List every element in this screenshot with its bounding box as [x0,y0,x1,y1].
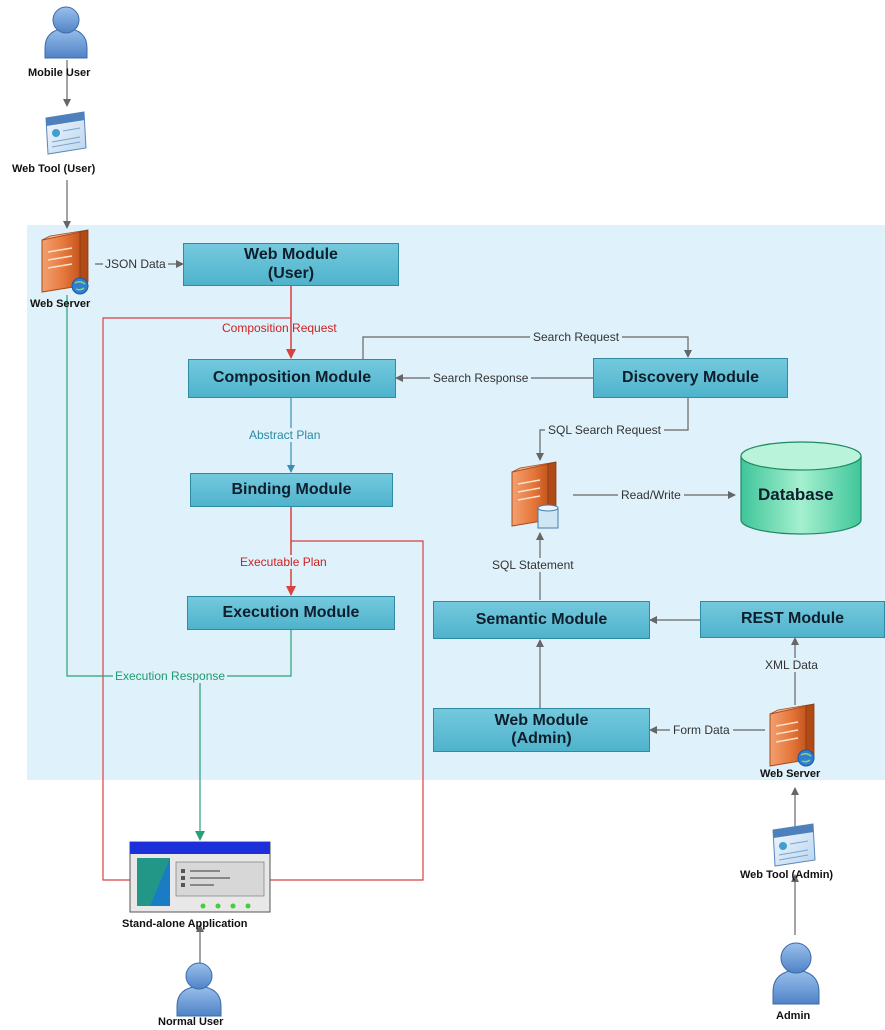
red-connectors [102,286,424,881]
executable-plan-label: Executable Plan [238,555,329,569]
standalone-application-icon [129,841,271,913]
web-module-user: Web Module (User) [183,243,399,286]
standalone-application-label: Stand-alone Application [122,918,248,930]
web-tool-user-label: Web Tool (User) [12,163,96,175]
database-server-icon [511,461,559,529]
search-response-label: Search Response [430,371,532,385]
rest-module: REST Module [700,601,885,638]
composition-request-label: Composition Request [222,321,337,335]
web-server-admin-icon [769,703,815,767]
xml-data-label: XML Data [763,658,820,672]
form-data-label: Form Data [670,723,733,737]
database-label: Database [758,485,834,504]
mobile-user-label: Mobile User [28,67,91,79]
web-tool-admin-label: Web Tool (Admin) [740,869,834,881]
execution-response-label: Execution Response [113,669,228,683]
sql-search-request-label: SQL Search Request [545,423,664,437]
web-server-user-icon [41,229,89,295]
web-tool-admin-icon [772,823,816,867]
web-tool-user-icon [45,111,87,155]
database-cylinder [740,441,862,535]
normal-user-label: Normal User [158,1016,224,1028]
json-data-label: JSON Data [103,257,168,271]
mobile-user-icon [44,6,88,59]
admin-label: Admin [776,1010,811,1022]
web-server-user-label: Web Server [30,298,91,310]
semantic-module: Semantic Module [433,601,650,639]
search-request-label: Search Request [530,330,623,344]
binding-module: Binding Module [190,473,393,507]
abstract-plan-label: Abstract Plan [247,428,323,442]
admin-icon [772,942,820,1005]
web-server-admin-label: Web Server [760,768,821,780]
normal-user-icon [176,962,222,1017]
web-module-admin: Web Module (Admin) [433,708,650,752]
execution-module: Execution Module [187,596,395,630]
composition-module: Composition Module [188,359,396,398]
discovery-module: Discovery Module [593,358,788,398]
sql-statement-label: SQL Statement [490,558,576,572]
read-write-label: Read/Write [618,488,684,502]
